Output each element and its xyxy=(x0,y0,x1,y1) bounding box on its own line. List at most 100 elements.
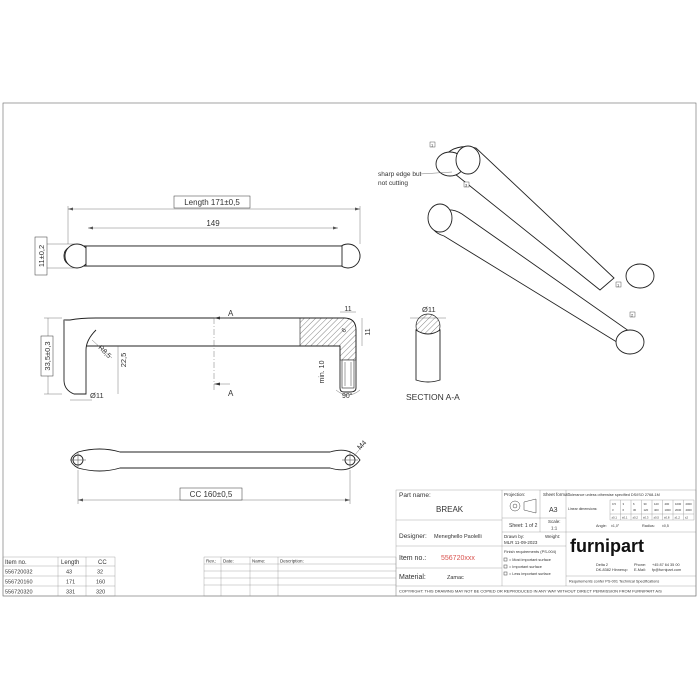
side-height-dimension: 33,5±0,3 xyxy=(43,341,52,370)
diameter-label: Ø11 xyxy=(90,391,104,400)
finish-1: = Most important surface xyxy=(509,558,551,562)
section-diameter-label: Ø11 xyxy=(422,305,436,314)
material-label: Material: xyxy=(399,574,426,581)
height-22-label: 22,5 xyxy=(119,353,128,368)
tol-value-7: ±1,2 xyxy=(675,516,681,520)
section-title: SECTION A-A xyxy=(406,392,460,402)
part-name-label: Part name: xyxy=(399,492,431,499)
tol-bottom-8: 4000 xyxy=(686,508,693,512)
cc-dimension: CC 160±0,5 xyxy=(190,490,233,499)
sheet-label: Sheet: 1 of 2 xyxy=(509,523,538,529)
tol-top-4: 30 xyxy=(644,502,648,506)
items-row-1-length: 43 xyxy=(66,570,72,576)
mail-value: fp@furnipart.com xyxy=(652,568,681,572)
tol-top-6: 400 xyxy=(665,502,670,506)
radius-label-tb: Radius: xyxy=(642,524,655,528)
requirements-note: Requirements confer PS-001 Technical Spe… xyxy=(569,580,659,584)
height-11-label: 11 xyxy=(365,328,372,335)
address-line-1: Delta 2 xyxy=(596,563,608,567)
designer-label: Designer: xyxy=(399,533,427,540)
angle-label-tb: Angle: xyxy=(596,524,607,528)
tol-bottom-3: 30 xyxy=(633,508,637,512)
linear-label: Linear dimensions: xyxy=(568,507,597,511)
copyright-note: COPYRIGHT: THIS DRAWING MAY NOT BE COPIE… xyxy=(399,589,662,594)
tolerance-title: Tolerance unless otherwise specified DS/… xyxy=(568,493,660,497)
items-row-2-length: 171 xyxy=(66,580,75,586)
ref-mark-4: 2 xyxy=(631,313,634,318)
inner-length-dimension: 149 xyxy=(206,219,220,228)
thread-label: M4 xyxy=(356,440,368,452)
company-logo: furnipart xyxy=(570,536,644,556)
part-name: BREAK xyxy=(436,505,464,514)
angle-label: 90° xyxy=(342,392,353,400)
tol-top-1: 0.5 xyxy=(612,502,616,506)
finish-title: Finish requirements (PS-004) xyxy=(504,549,557,554)
tol-value-5: ±0,5 xyxy=(654,516,660,520)
tol-top-5: 120 xyxy=(654,502,659,506)
length-dimension: Length 171±0,5 xyxy=(184,198,240,207)
tol-top-8: 2000 xyxy=(686,502,693,506)
description-header: Description: xyxy=(280,559,304,564)
name-header: Name: xyxy=(252,559,265,564)
items-row-3-length: 331 xyxy=(66,590,75,596)
tol-bottom-5: 400 xyxy=(654,508,659,512)
ref-mark-1: 1 xyxy=(617,283,620,288)
section-mark-bottom: A xyxy=(228,389,234,398)
section-view: Ø11 SECTION A-A xyxy=(406,305,460,402)
phone-value: +45 87 64 35 00 xyxy=(652,563,680,567)
finish-3: = Less important surface xyxy=(509,572,551,576)
items-row-1-cc: 32 xyxy=(97,570,103,576)
note-line-1: sharp edge but xyxy=(378,171,422,178)
width-11-label: 11 xyxy=(344,306,351,313)
note-line-2: not cutting xyxy=(378,180,408,187)
item-no-label: Item no.: xyxy=(399,555,426,562)
address-line-2: DK-8382 Hinnerup xyxy=(596,568,627,572)
height-dimension: 11±0,2 xyxy=(37,245,46,267)
tol-bottom-4: 120 xyxy=(644,508,649,512)
scale-value: 1:1 xyxy=(551,526,558,531)
rev-header: Rev.: xyxy=(206,559,216,564)
drawn-value: MLR 11-09-2023 xyxy=(504,540,538,545)
items-row-1-item: 556720032 xyxy=(5,570,33,576)
top-view: Length 171±0,5 149 11±0,2 xyxy=(34,195,361,276)
items-row-2-item: 556720160 xyxy=(5,580,33,586)
side-view: 33,5±0,3 R8,5 22,5 Ø11 A A 11 11 6 min. … xyxy=(40,306,372,401)
tol-value-4: ±0,3 xyxy=(643,516,649,520)
designer-name: Meneghello Paolelli xyxy=(434,534,482,540)
finish-2: = Important surface xyxy=(509,565,542,569)
dim-6-label: 6 xyxy=(340,327,348,335)
item-no-value: 556720xxx xyxy=(441,555,475,562)
items-header-cc: CC xyxy=(98,560,107,566)
tol-value-3: ±0,2 xyxy=(633,516,639,520)
section-mark-top: A xyxy=(228,309,234,318)
radius-label: R8,5 xyxy=(97,344,112,359)
drawn-label: Drawn by: xyxy=(504,534,524,539)
projection-label: Projection: xyxy=(504,492,525,497)
angle-value-tb: ±1,0° xyxy=(611,524,620,528)
bottom-view: M4 CC 160±0,5 xyxy=(70,440,368,504)
tol-bottom-6: 1000 xyxy=(665,508,672,512)
items-row-2-cc: 160 xyxy=(96,580,105,586)
revision-table: Rev.: Date: Name: Description: xyxy=(203,556,397,597)
sheet-format-value: A3 xyxy=(549,507,558,514)
title-block: Part name: BREAK Designer: Meneghello Pa… xyxy=(395,489,697,597)
items-row-3-item: 556720320 xyxy=(5,590,33,596)
tolerance-grid: 0.5 3 6 30 120 400 1000 2000 3 6 30 120 … xyxy=(609,499,695,521)
tol-value-6: ±0,8 xyxy=(664,516,670,520)
items-table: Item no. Length CC 556720032 43 32 55672… xyxy=(2,556,116,597)
items-row-3-cc: 320 xyxy=(96,590,105,596)
weight-label: Weight: xyxy=(545,534,560,539)
radius-value-tb: ±0,5 xyxy=(662,524,669,528)
material-value: Zamac xyxy=(447,575,464,581)
tol-value-2: ±0,1 xyxy=(622,516,628,520)
phone-label: Phone: xyxy=(634,563,646,567)
ref-mark-2: 3 xyxy=(465,183,468,188)
tol-bottom-7: 2000 xyxy=(675,508,682,512)
tol-top-7: 1000 xyxy=(675,502,682,506)
min-10-label: min. 10 xyxy=(319,360,326,383)
tol-top-3: 6 xyxy=(633,502,635,506)
scale-label: Scale: xyxy=(548,519,561,524)
items-header-length: Length xyxy=(61,560,79,566)
tol-bottom-2: 6 xyxy=(623,508,625,512)
